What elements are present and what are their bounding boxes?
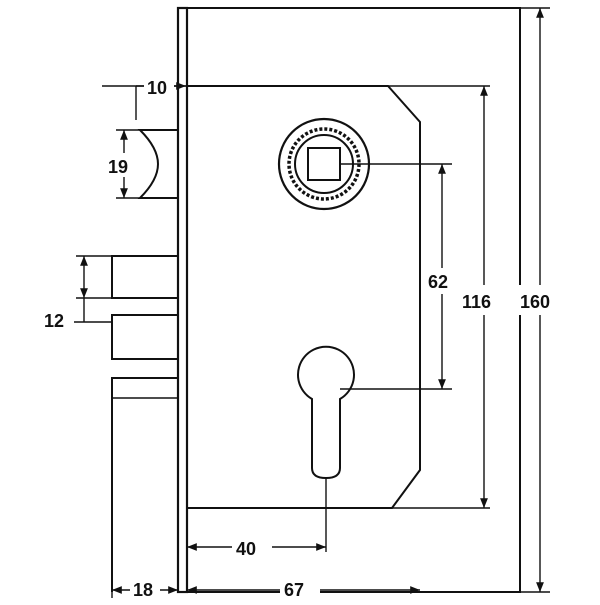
dim-label-160: 160 — [520, 292, 550, 312]
spindle-square — [307, 147, 341, 181]
deadbolt-2 — [111, 314, 179, 360]
cover-plate — [187, 85, 421, 509]
dim-label-62: 62 — [428, 272, 448, 292]
dim-label-116: 116 — [462, 292, 491, 312]
deadbolt-1 — [111, 255, 179, 299]
face-plate — [176, 6, 189, 594]
dim-label-40: 40 — [236, 539, 256, 559]
latch-bolt — [137, 129, 179, 199]
dim-label-10: 10 — [147, 78, 167, 98]
cylinder-cutout — [297, 345, 355, 480]
dim-label-67: 67 — [284, 580, 304, 600]
dim-label-18: 18 — [133, 580, 153, 600]
dim-label-19: 19 — [108, 157, 128, 177]
dim-label-12: 12 — [44, 311, 64, 331]
deadbolt-3 — [111, 377, 178, 592]
